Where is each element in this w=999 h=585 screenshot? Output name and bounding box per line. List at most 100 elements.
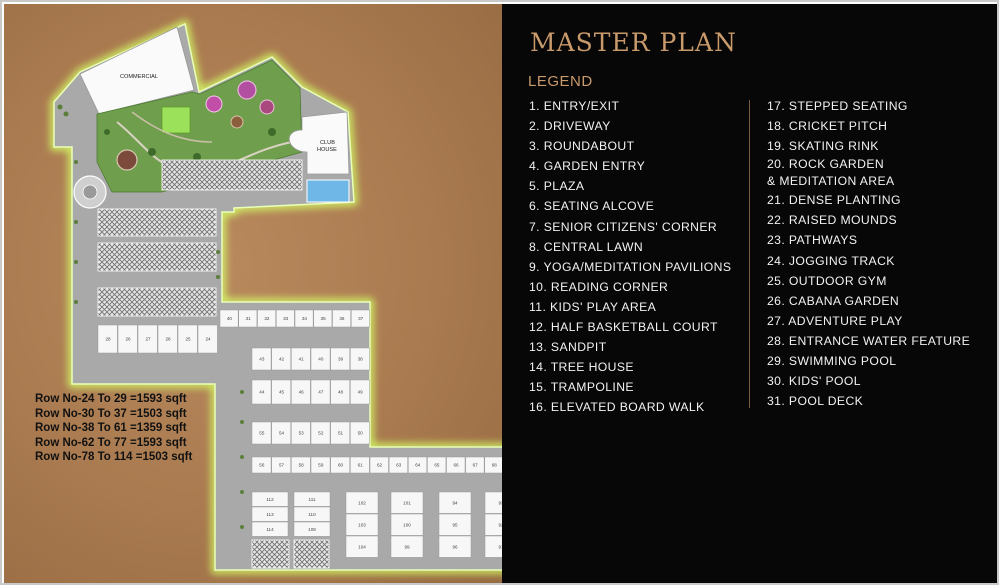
plot [251, 347, 272, 371]
plot-number: 67 [473, 463, 479, 468]
legend-item: 30. KIDS' POOL [767, 374, 861, 389]
hatched-block-top [161, 159, 303, 191]
legend-item: 10. READING CORNER [529, 279, 669, 294]
plot [271, 347, 291, 371]
plot-number: 34 [302, 316, 308, 321]
plot-number: 109 [308, 527, 316, 532]
plot-number: 65 [434, 463, 440, 468]
plot-number: 27 [145, 337, 151, 342]
plot-number: 59 [318, 463, 324, 468]
row-note: Row No-62 To 77 =1593 sqft [35, 436, 187, 449]
plot-number: 66 [454, 463, 460, 468]
plot-number: 100 [403, 523, 411, 528]
plot [330, 456, 350, 474]
plot [330, 379, 350, 405]
legend-item: 11. KIDS' PLAY AREA [529, 299, 657, 314]
plot [251, 491, 289, 507]
row-note: Row No-38 To 61 =1359 sqft [35, 422, 187, 434]
plot-number: 62 [377, 463, 383, 468]
hatched-block-1 [97, 208, 217, 237]
plot [293, 506, 331, 522]
legend-item: 29. SWIMMING POOL [767, 354, 897, 369]
legend-item: 14. TREE HOUSE [529, 360, 634, 375]
plot [251, 506, 289, 522]
legend-item: 19. SKATING RINK [767, 139, 879, 154]
plot-number: 53 [299, 431, 305, 436]
plot-number: 104 [358, 545, 366, 550]
legend-item: 16. ELEVATED BOARD WALK [529, 400, 705, 415]
legend-item: 7. SENIOR CITIZENS' CORNER [529, 219, 718, 234]
legend-divider [749, 100, 750, 408]
plot [350, 379, 370, 405]
plot-number: 24 [205, 337, 211, 342]
plot [251, 379, 272, 405]
plot-number: 43 [259, 357, 265, 362]
hatched-block-2 [97, 242, 217, 272]
plot-number: 57 [279, 463, 285, 468]
legend-panel: MASTER PLAN LEGEND 1. ENTRY/EXIT 2. DRIV… [502, 4, 997, 583]
plot-number: 113 [266, 512, 274, 517]
plot-number: 42 [279, 357, 285, 362]
legend-item: 4. GARDEN ENTRY [529, 159, 646, 174]
plot-number: 45 [279, 390, 285, 395]
row-note: Row No-24 To 29 =1593 sqft [35, 393, 187, 405]
plot-number: 41 [299, 357, 305, 362]
plot-number: 58 [299, 463, 305, 468]
plot [97, 324, 118, 354]
plot [438, 513, 472, 536]
legend-item: 22. RAISED MOUNDS [767, 213, 898, 228]
legend-item: 26. CABANA GARDEN [767, 293, 900, 308]
legend-item: 28. ENTRANCE WATER FEATURE [767, 333, 971, 348]
plot [390, 491, 424, 514]
plot-number: 112 [266, 497, 274, 502]
legend-item: 2. DRIVEWAY [529, 119, 611, 134]
legend-item: 12. HALF BASKETBALL COURT [529, 320, 718, 335]
plot [330, 347, 350, 371]
plot-number: 52 [318, 431, 324, 436]
plot [271, 456, 291, 474]
legend-item: 31. POOL DECK [767, 394, 864, 409]
plot [427, 456, 447, 474]
legend-item: 24. JOGGING TRACK [767, 253, 895, 268]
plot [293, 491, 331, 507]
plot-number: 40 [227, 316, 233, 321]
plot-number: 35 [321, 316, 327, 321]
plot-number: 94 [452, 501, 458, 506]
commercial-building [79, 26, 195, 115]
plot [271, 379, 291, 405]
plot [291, 347, 311, 371]
plot-number: 102 [358, 501, 366, 506]
plot-number: 93 [498, 501, 504, 506]
plot-number: 51 [338, 431, 344, 436]
plot [219, 309, 239, 328]
plot [388, 456, 408, 474]
plot [350, 421, 370, 445]
club-house [289, 111, 350, 175]
legend-item: 15. TRAMPOLINE [529, 380, 634, 395]
plot [330, 421, 350, 445]
plot-number: 56 [259, 463, 265, 468]
legend-item: 27. ADVENTURE PLAY [767, 313, 903, 328]
plot-number: 48 [338, 390, 344, 395]
plot [276, 309, 295, 328]
plot-number: 25 [185, 337, 191, 342]
plot [351, 309, 370, 328]
plot [310, 379, 331, 405]
plot [369, 456, 389, 474]
club-house-label-2: HOUSE [317, 147, 337, 153]
plot [291, 456, 311, 474]
plot [345, 513, 379, 536]
plot-number: 46 [299, 390, 305, 395]
plot [390, 513, 424, 536]
plot [271, 421, 291, 445]
club-house-label-1: CLUB [320, 140, 335, 146]
plot-number: 99 [404, 545, 410, 550]
roundabout [73, 175, 107, 209]
plot [465, 456, 485, 474]
plot-number: 110 [308, 512, 316, 517]
plot [291, 421, 311, 445]
legend-item: 17. STEPPED SEATING [767, 99, 908, 113]
plot-number: 60 [338, 463, 344, 468]
plot-number: 33 [283, 316, 289, 321]
plot-number: 96 [452, 545, 458, 550]
